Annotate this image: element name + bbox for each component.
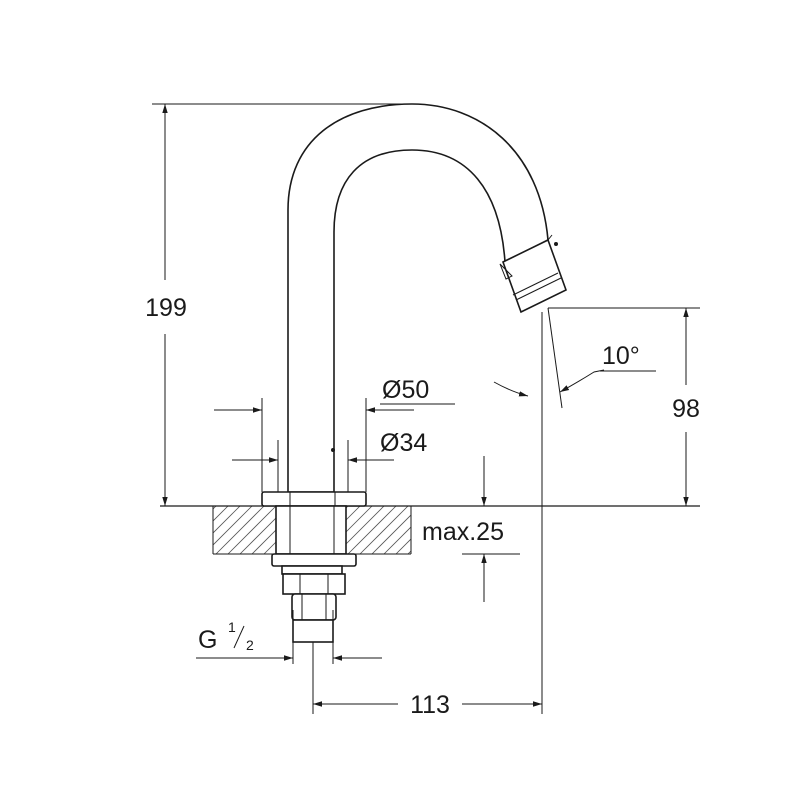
label-thread-num: 1 — [228, 619, 236, 635]
hatch-line — [395, 538, 411, 554]
spacer — [281, 565, 343, 575]
label-199: 199 — [145, 294, 187, 322]
label-dia-34: Ø34 — [380, 429, 427, 457]
hatch-line — [227, 506, 277, 554]
extension-lines — [152, 103, 700, 714]
hatch-line — [150, 500, 210, 560]
label-angle: 10° — [602, 342, 640, 370]
hatch-line — [213, 506, 253, 546]
dim-diameter-inner: Ø34 — [232, 429, 427, 463]
label-thread-den: 2 — [246, 637, 254, 653]
hatch-line — [383, 526, 411, 554]
dim-deck-thickness: max.25 — [422, 456, 504, 602]
dim-height-outlet: 98 — [672, 308, 700, 506]
connection-nut — [291, 593, 337, 621]
hatch-line — [215, 506, 265, 554]
washer — [271, 553, 357, 567]
label-max-25: max.25 — [422, 518, 504, 546]
mounting-assembly — [271, 505, 357, 643]
aerator — [502, 238, 567, 314]
base-flange — [261, 491, 367, 507]
dim-angle: 10° — [493, 342, 656, 397]
lock-nut — [282, 573, 346, 595]
dim-thread: G 1 2 — [196, 619, 382, 661]
label-113: 113 — [410, 691, 450, 719]
inlet-tail — [292, 619, 334, 643]
faucet-spout — [261, 103, 567, 507]
threaded-shank — [275, 505, 347, 555]
label-98: 98 — [672, 395, 700, 423]
label-thread-g: G — [198, 626, 217, 654]
label-dia-50: Ø50 — [382, 376, 429, 404]
hatch-line — [347, 506, 397, 554]
hatch-line — [213, 506, 241, 534]
hatch-line — [371, 514, 411, 554]
dim-diameter-outer: Ø50 — [214, 376, 455, 413]
hatch-line — [359, 506, 409, 554]
hatch-line — [213, 506, 229, 522]
dim-height-total: 199 — [145, 104, 187, 506]
dim-projection: 113 — [313, 691, 542, 719]
